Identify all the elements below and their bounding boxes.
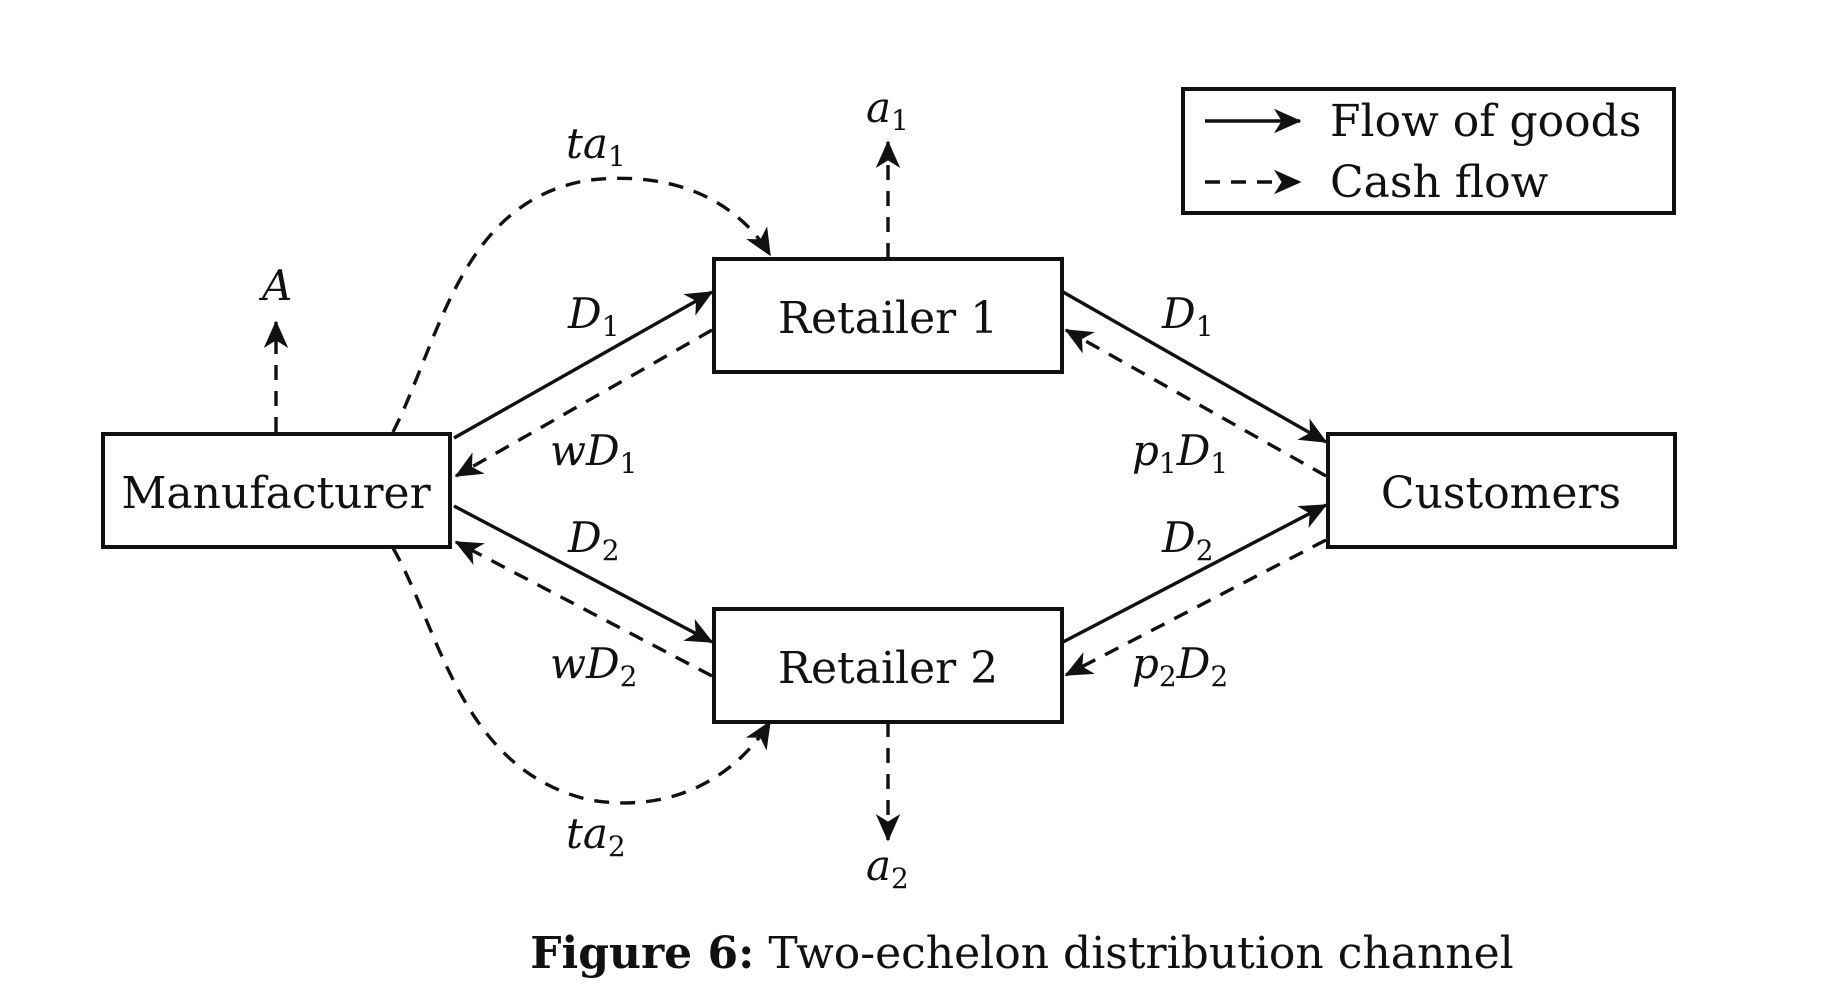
label-D2-right: D2 — [1161, 513, 1214, 567]
label-a1: a1 — [866, 83, 909, 137]
retailer1-box — [712, 257, 1064, 374]
node-customers: Customers — [1326, 432, 1677, 549]
cash-retailer1-to-manufacturer — [454, 328, 713, 478]
customers-box — [1326, 432, 1677, 549]
cash-ta2-curve — [391, 547, 772, 805]
label-wD2: wD2 — [550, 639, 637, 693]
label-p1D1: p1D1 — [1132, 426, 1228, 480]
caption-text: Two-echelon distribution channel — [768, 928, 1513, 979]
label-D1-right: D1 — [1161, 289, 1214, 343]
legend: Flow of goods Cash flow — [1181, 87, 1676, 215]
label-a2: a2 — [866, 841, 909, 895]
cash-customers-to-retailer2 — [1064, 538, 1327, 677]
manufacturer-label: Manufacturer — [121, 468, 431, 519]
goods-manufacturer-to-retailer1 — [453, 290, 714, 440]
label-ta1: ta1 — [566, 119, 626, 173]
node-retailer2: Retailer 2 — [712, 607, 1064, 724]
figure-caption: Figure 6: Two-echelon distribution channe… — [530, 928, 1513, 979]
cash-customers-to-retailer1 — [1064, 328, 1327, 478]
goods-retailer1-to-customers — [1062, 290, 1328, 444]
label-D2-left: D2 — [567, 513, 620, 567]
label-wD1: wD1 — [550, 426, 637, 480]
customers-label: Customers — [1381, 468, 1621, 519]
legend-cash-label: Cash flow — [1330, 157, 1549, 208]
legend-box — [1181, 87, 1676, 215]
goods-retailer2-to-customers — [1062, 503, 1328, 644]
node-retailer1: Retailer 1 — [712, 257, 1064, 374]
legend-goods-label: Flow of goods — [1330, 96, 1641, 147]
manufacturer-box — [101, 432, 452, 549]
caption-label: Figure 6: — [530, 928, 754, 979]
label-p2D2: p2D2 — [1132, 639, 1228, 693]
cash-retailer2-to-manufacturer — [454, 540, 713, 678]
node-manufacturer: Manufacturer — [101, 432, 452, 549]
cash-ta1-curve — [391, 176, 772, 433]
label-D1-left: D1 — [567, 289, 620, 343]
label-A: A — [258, 261, 292, 310]
retailer1-label: Retailer 1 — [778, 293, 998, 344]
retailer2-label: Retailer 2 — [778, 643, 998, 694]
retailer2-box — [712, 607, 1064, 724]
label-ta2: ta2 — [566, 809, 626, 863]
goods-manufacturer-to-retailer2 — [453, 504, 714, 644]
